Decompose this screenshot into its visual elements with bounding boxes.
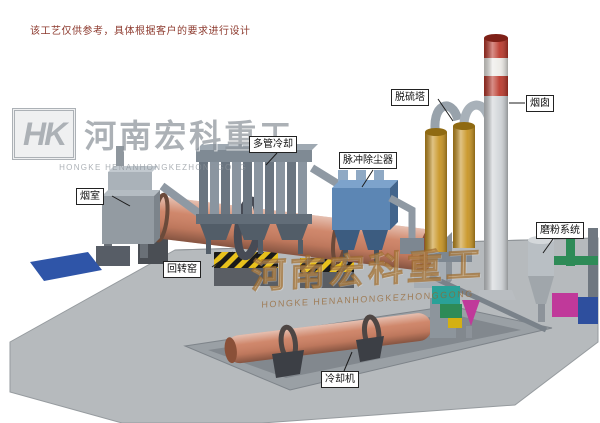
chimney: [476, 34, 516, 300]
label-rotary-kiln: 回转窑: [163, 261, 201, 278]
disclaimer-note: 该工艺仅供参考，具体根据客户的要求进行设计: [30, 26, 251, 37]
dust-collector-body: [332, 188, 390, 230]
blue-pad: [30, 252, 102, 281]
label-desulfurization-tower: 脱硫塔: [391, 89, 429, 106]
leader-lines: [111, 98, 554, 372]
desulfurization-tower: [425, 100, 495, 262]
label-grinding-system: 磨粉系统: [536, 222, 584, 239]
grinding-system: [428, 228, 598, 338]
hk-logo: HK: [12, 108, 77, 160]
label-smoke-chamber: 烟室: [76, 188, 104, 205]
label-pulse-dust-collector: 脉冲除尘器: [339, 152, 397, 169]
label-multi-tube-cooler: 多管冷却: [249, 136, 297, 153]
label-cooling-machine: 冷却机: [321, 371, 359, 388]
pulse-dust-collector: [332, 170, 424, 264]
smoke-chamber: [30, 146, 160, 281]
cyclone-body: [528, 240, 554, 276]
mill-unit: [552, 293, 578, 317]
multi-tube-cooler: [159, 144, 341, 254]
label-chimney: 烟囱: [526, 95, 554, 112]
company-name-en: HONGKE HENANHONGKEZHONGGONG: [59, 163, 248, 172]
